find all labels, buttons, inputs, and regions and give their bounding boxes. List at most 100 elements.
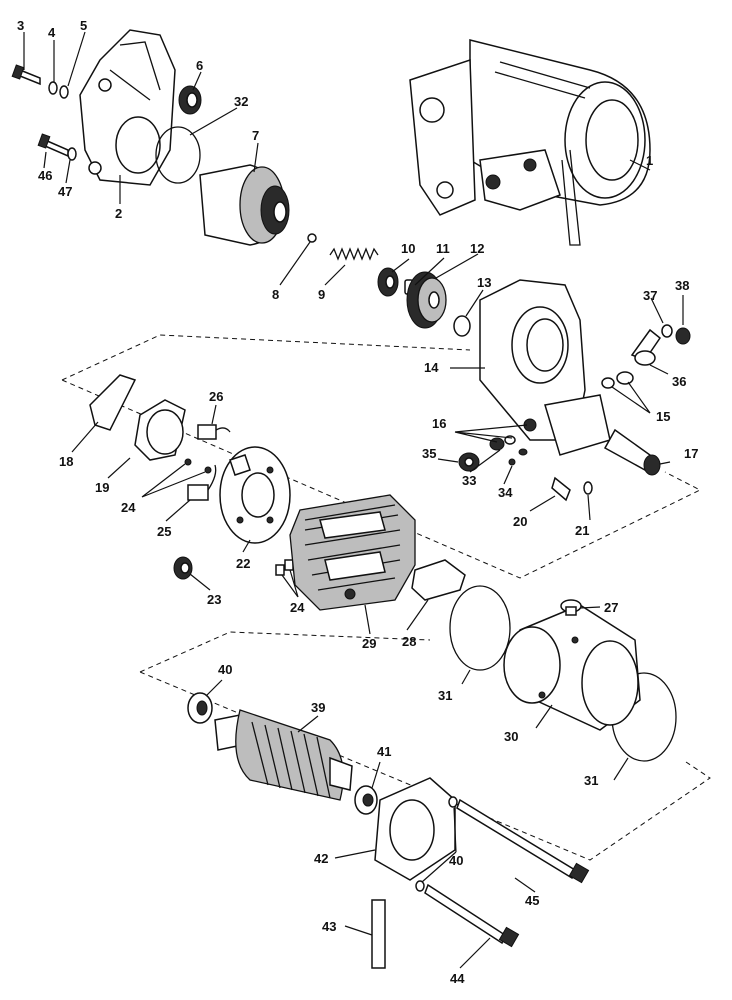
terminal-nut xyxy=(675,327,691,345)
callout-30: 30 xyxy=(504,729,518,744)
dowel-pin xyxy=(371,899,386,969)
callout-20: 20 xyxy=(513,514,527,529)
brush-upper xyxy=(197,424,231,440)
callout-17: 17 xyxy=(684,446,698,461)
callout-9: 9 xyxy=(318,287,325,302)
through-bolt-lower xyxy=(424,883,520,948)
thrust-washer xyxy=(453,315,471,337)
callout-38: 38 xyxy=(675,278,689,293)
callout-15: 15 xyxy=(656,409,670,424)
callout-24-lower: 24 xyxy=(290,600,305,615)
callout-6: 6 xyxy=(196,58,203,73)
rear-bearing xyxy=(354,785,378,815)
solenoid-plunger xyxy=(603,428,661,476)
callout-28: 28 xyxy=(402,634,416,649)
callout-29: 29 xyxy=(362,636,376,651)
terminal-nuts xyxy=(601,371,634,389)
gasket xyxy=(89,374,137,431)
callout-41: 41 xyxy=(377,744,391,759)
callout-45: 45 xyxy=(525,893,539,908)
lock-washer xyxy=(48,81,58,95)
starter-motor-assembly xyxy=(409,39,651,246)
callout-37: 37 xyxy=(643,288,657,303)
callout-44: 44 xyxy=(450,971,465,986)
callout-40-front: 40 xyxy=(218,662,232,677)
flat-washer xyxy=(59,85,69,99)
callout-34: 34 xyxy=(498,485,513,500)
brush-holder-plate xyxy=(219,446,291,544)
commutator-end-frame xyxy=(374,777,456,881)
callout-23: 23 xyxy=(207,592,221,607)
callout-25: 25 xyxy=(157,524,171,539)
callout-26: 26 xyxy=(209,389,223,404)
idler-gear xyxy=(406,271,447,329)
callout-1: 1 xyxy=(646,153,653,168)
return-spring xyxy=(329,247,379,261)
callout-18: 18 xyxy=(59,454,73,469)
callout-27: 27 xyxy=(604,600,618,615)
callout-31-rear: 31 xyxy=(584,773,598,788)
housing-washer xyxy=(67,147,77,161)
insulator xyxy=(583,481,593,495)
callout-7: 7 xyxy=(252,128,259,143)
o-ring-front xyxy=(155,126,201,184)
solenoid-housing xyxy=(479,279,611,456)
callout-35: 35 xyxy=(422,446,436,461)
callout-24-upper: 24 xyxy=(121,500,136,515)
callout-22: 22 xyxy=(236,556,250,571)
callout-36: 36 xyxy=(672,374,686,389)
callout-46: 46 xyxy=(38,168,52,183)
callout-31-mid: 31 xyxy=(438,688,452,703)
callout-labels: 3 4 5 6 32 7 1 46 47 2 8 9 10 11 12 13 3… xyxy=(17,18,698,986)
clutch-drive xyxy=(199,164,290,246)
o-ring-mid xyxy=(449,585,511,671)
callout-43: 43 xyxy=(322,919,336,934)
callout-8: 8 xyxy=(272,287,279,302)
callout-4: 4 xyxy=(48,25,56,40)
callout-3: 3 xyxy=(17,18,24,33)
insulator-pad xyxy=(411,559,466,601)
gear-retainer xyxy=(377,267,399,297)
through-bolt-upper xyxy=(456,798,590,884)
callout-33: 33 xyxy=(462,473,476,488)
housing-bolt-lower xyxy=(37,133,69,158)
callout-21: 21 xyxy=(575,523,589,538)
lower-section-outline xyxy=(139,631,711,861)
bolt-washer-lower xyxy=(415,880,425,892)
yoke-screw xyxy=(560,599,582,616)
pinion-gear xyxy=(178,85,202,115)
bolt-washer-upper xyxy=(448,796,458,808)
brush-screw-2 xyxy=(204,466,212,474)
terminal-bolt xyxy=(551,476,571,502)
steel-ball xyxy=(307,233,317,243)
callout-39: 39 xyxy=(311,700,325,715)
callout-12: 12 xyxy=(470,241,484,256)
cover-cap xyxy=(146,409,184,455)
terminal-stud-hardware xyxy=(489,435,528,466)
callout-47: 47 xyxy=(58,184,72,199)
callout-2: 2 xyxy=(115,206,122,221)
brush-lower xyxy=(187,464,217,501)
brush-screw-1 xyxy=(184,458,192,466)
callout-16: 16 xyxy=(432,416,446,431)
callout-5: 5 xyxy=(80,18,87,33)
callout-10: 10 xyxy=(401,241,415,256)
housing-bolt xyxy=(11,64,41,86)
bushing xyxy=(173,556,193,580)
yoke xyxy=(503,604,641,731)
terminal-lead xyxy=(630,328,662,366)
callout-11: 11 xyxy=(436,241,450,256)
front-bearing xyxy=(187,692,213,724)
callout-40-rear: 40 xyxy=(449,853,463,868)
callout-32: 32 xyxy=(234,94,248,109)
callout-13: 13 xyxy=(477,275,491,290)
callout-42: 42 xyxy=(314,851,328,866)
field-coils xyxy=(289,494,416,611)
callout-14: 14 xyxy=(424,360,439,375)
hex-nut xyxy=(458,452,480,472)
callout-19: 19 xyxy=(95,480,109,495)
leader-lines xyxy=(23,31,684,969)
armature xyxy=(214,709,353,801)
drive-end-housing xyxy=(79,29,176,186)
